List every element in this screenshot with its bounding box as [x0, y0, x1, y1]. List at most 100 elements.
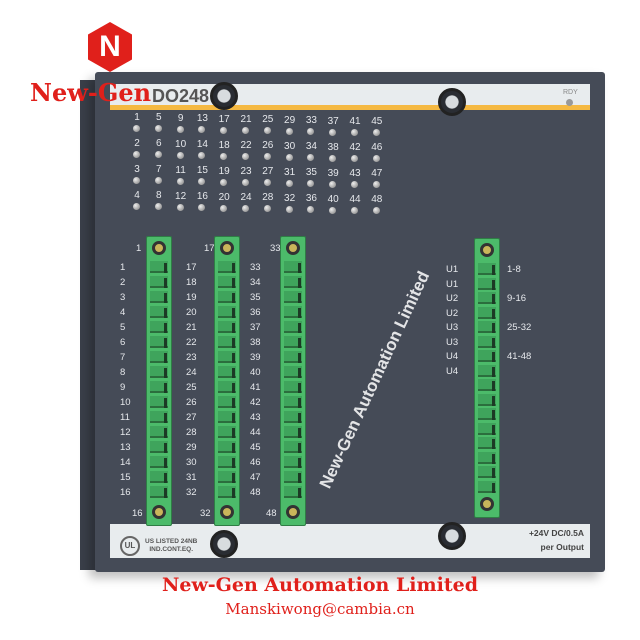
terminal[interactable]	[218, 291, 236, 303]
terminal[interactable]	[284, 336, 302, 348]
terminal[interactable]	[218, 441, 236, 453]
terminal[interactable]	[218, 396, 236, 408]
terminal[interactable]	[218, 306, 236, 318]
terminal[interactable]	[478, 393, 496, 406]
terminal[interactable]	[218, 456, 236, 468]
terminal[interactable]	[150, 276, 168, 288]
terminal[interactable]	[284, 381, 302, 393]
terminal-block[interactable]	[214, 236, 240, 526]
terminal[interactable]	[478, 364, 496, 377]
led-label: 25	[262, 114, 274, 126]
terminal[interactable]	[284, 426, 302, 438]
led-label: 18	[218, 139, 230, 151]
terminal[interactable]	[218, 276, 236, 288]
terminal[interactable]	[150, 426, 168, 438]
terminal[interactable]	[150, 396, 168, 408]
terminal[interactable]	[150, 321, 168, 333]
terminal[interactable]	[150, 291, 168, 303]
terminal[interactable]	[284, 471, 302, 483]
terminal[interactable]	[218, 486, 236, 498]
terminal[interactable]	[478, 480, 496, 493]
terminal[interactable]	[478, 263, 496, 275]
terminal[interactable]	[218, 426, 236, 438]
status-led	[133, 125, 140, 132]
status-led	[198, 204, 206, 212]
terminal[interactable]	[478, 335, 496, 348]
status-led	[329, 128, 337, 136]
terminal[interactable]	[478, 408, 496, 420]
pin-label: 35	[250, 292, 261, 303]
supply-label: U1	[446, 278, 459, 290]
status-led	[198, 152, 206, 160]
pin-label: 10	[120, 397, 131, 408]
terminal-block[interactable]	[146, 236, 172, 526]
terminal[interactable]	[478, 321, 496, 333]
terminal[interactable]	[478, 306, 496, 319]
terminal[interactable]	[478, 292, 496, 304]
terminal[interactable]	[284, 306, 302, 318]
terminal[interactable]	[478, 422, 496, 435]
rating-line-2: per Output	[540, 542, 584, 552]
pin-label: 28	[186, 427, 197, 438]
terminal[interactable]	[218, 336, 236, 348]
pin-label: 34	[250, 277, 261, 288]
terminal[interactable]	[150, 411, 168, 423]
status-led	[176, 203, 184, 211]
led-label: 6	[156, 138, 162, 150]
screw-icon	[210, 530, 238, 558]
terminal[interactable]	[218, 366, 236, 378]
status-led	[154, 125, 162, 133]
terminal[interactable]	[150, 486, 168, 498]
supply-label: U3	[446, 336, 459, 348]
terminal[interactable]	[478, 277, 496, 290]
terminal[interactable]	[218, 411, 236, 423]
terminal[interactable]	[150, 261, 168, 273]
terminal[interactable]	[150, 306, 168, 318]
pin-label: 18	[186, 277, 197, 288]
status-led	[154, 151, 162, 159]
status-led	[307, 180, 315, 188]
terminal[interactable]	[284, 456, 302, 468]
terminal[interactable]	[284, 261, 302, 273]
terminal[interactable]	[150, 456, 168, 468]
terminal[interactable]	[478, 379, 496, 391]
terminal[interactable]	[284, 351, 302, 363]
terminal[interactable]	[478, 437, 496, 449]
terminal[interactable]	[284, 486, 302, 498]
screw-hole-icon	[286, 505, 300, 519]
terminal[interactable]	[284, 321, 302, 333]
terminal[interactable]	[218, 351, 236, 363]
terminal[interactable]	[150, 351, 168, 363]
terminal[interactable]	[478, 350, 496, 362]
terminal[interactable]	[284, 411, 302, 423]
terminal-block[interactable]	[280, 236, 306, 526]
terminal[interactable]	[150, 441, 168, 453]
supply-connector[interactable]	[474, 238, 500, 518]
led-label: 35	[305, 167, 317, 179]
terminal[interactable]	[478, 466, 496, 478]
pin-label: 29	[186, 442, 197, 453]
terminal[interactable]	[284, 441, 302, 453]
terminal[interactable]	[284, 396, 302, 408]
terminal[interactable]	[150, 336, 168, 348]
terminal[interactable]	[218, 261, 236, 273]
status-led	[220, 204, 228, 212]
terminal[interactable]	[284, 276, 302, 288]
terminal[interactable]	[218, 381, 236, 393]
terminal[interactable]	[478, 451, 496, 464]
pin-label: 7	[120, 352, 126, 363]
status-led	[307, 154, 315, 162]
screw-hole-icon	[220, 241, 234, 255]
pin-label: 36	[250, 307, 261, 318]
terminal[interactable]	[218, 321, 236, 333]
pin-label: 16	[120, 487, 131, 498]
terminal[interactable]	[218, 471, 236, 483]
screw-hole-icon	[152, 241, 166, 255]
terminal[interactable]	[150, 471, 168, 483]
led-label: 9	[177, 112, 184, 124]
led-label: 19	[218, 165, 230, 177]
terminal[interactable]	[150, 366, 168, 378]
terminal[interactable]	[284, 366, 302, 378]
terminal[interactable]	[150, 381, 168, 393]
terminal[interactable]	[284, 291, 302, 303]
